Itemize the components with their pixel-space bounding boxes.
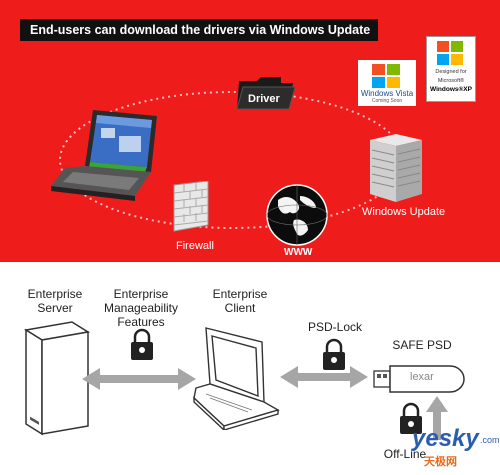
vista-name: Windows Vista [360, 89, 414, 98]
enterprise-client-label: Enterprise Client [212, 287, 268, 315]
firewall-icon [173, 181, 209, 232]
www-label: WWW [284, 247, 313, 258]
windows-xp-badge: Designed for Microsoft® Windows®XP [426, 36, 476, 102]
usb-brand-label: lexar [410, 371, 434, 383]
firewall-label: Firewall [176, 240, 214, 252]
off-line-label: Off-Line [383, 447, 427, 461]
safe-psd-label: SAFE PSD [392, 338, 452, 352]
server-tower-icon [23, 321, 91, 436]
xp-line3: Windows®XP [430, 86, 472, 93]
vista-sub: Coming Soon [371, 98, 403, 104]
windows-xp-flag-icon [437, 41, 463, 65]
watermark-main: yesky [412, 425, 479, 452]
driver-label: Driver [248, 93, 280, 105]
server-rack-icon [370, 134, 422, 202]
client-laptop-icon [193, 327, 280, 430]
usb-drive-icon [373, 365, 465, 393]
enterprise-server-label: Enterprise Server [27, 287, 83, 315]
psd-lock-icon [323, 338, 345, 370]
xp-line1: Designed for [435, 69, 467, 75]
driver-folder-icon [236, 77, 296, 110]
panel-title: End-users can download the drivers via W… [20, 19, 378, 41]
manageability-features-label: Enterprise Manageability Features [103, 287, 179, 329]
laptop-icon [51, 110, 157, 201]
watermark-com: .com [480, 435, 500, 445]
globe-icon [266, 184, 328, 246]
yesky-watermark: yesky .com 天极网 [412, 425, 500, 471]
offline-lock-icon [400, 402, 422, 434]
windows-flag-icon [372, 64, 400, 88]
xp-line2: Microsoft® [437, 78, 465, 84]
watermark-cn: 天极网 [424, 456, 457, 468]
windows-update-panel: End-users can download the drivers via W… [0, 0, 500, 262]
server-client-arrow [82, 368, 196, 390]
manageability-lock-icon [131, 328, 153, 360]
psd-lock-label: PSD-Lock [307, 320, 363, 334]
windows-vista-badge: Windows Vista Coming Soon [358, 60, 416, 106]
windows-update-label: Windows Update [362, 206, 446, 218]
